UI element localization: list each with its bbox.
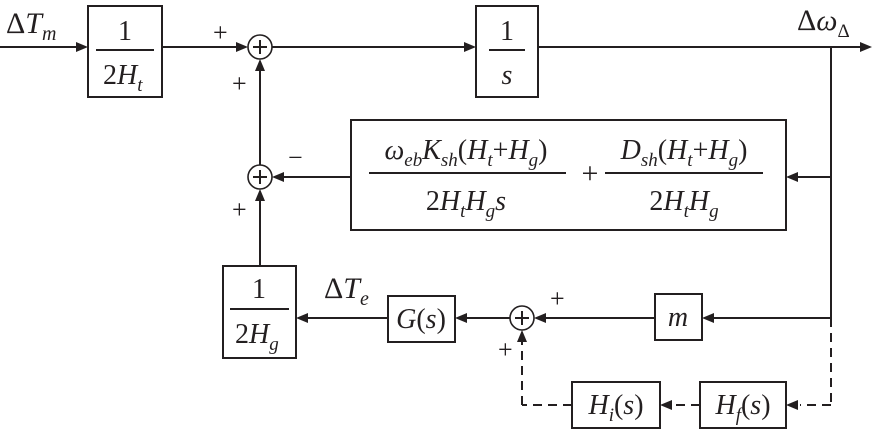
- controller-block: [387, 295, 456, 343]
- arrowhead: [236, 42, 248, 52]
- inner-loop-label: Hi(s): [587, 390, 643, 426]
- integrator-denominator: s: [502, 60, 513, 91]
- electrical-torque-label: ΔTe: [324, 272, 369, 310]
- gain-label: m: [668, 302, 688, 333]
- turbine-inertia-denominator: 2Ht: [103, 60, 143, 96]
- sum2-bottom-sign: +: [232, 195, 247, 224]
- arrowhead: [76, 42, 88, 52]
- arrowhead: [660, 400, 672, 410]
- arrowhead: [272, 172, 284, 182]
- shaft-term1-numerator: ωebKsh(Ht+Hg): [384, 135, 547, 171]
- arrowhead: [860, 42, 872, 52]
- arrowhead: [464, 42, 476, 52]
- sum3-bottom-sign: +: [498, 335, 513, 364]
- sum2-right-sign: −: [288, 143, 303, 172]
- shaft-term2-numerator: Dsh(Ht+Hg): [620, 135, 748, 171]
- arrowhead: [517, 330, 527, 342]
- shaft-dynamics-block: [350, 119, 787, 231]
- generator-inertia-numerator: 1: [252, 274, 266, 305]
- output-label: ΔωΔ: [797, 4, 850, 42]
- filter-block: [699, 381, 787, 429]
- shaft-plus-sign: +: [582, 157, 599, 190]
- turbine-inertia-numerator: 1: [118, 16, 132, 47]
- arrowhead: [296, 313, 308, 323]
- arrowhead: [255, 189, 265, 201]
- arrowhead: [534, 313, 546, 323]
- inner-loop-block: [571, 381, 661, 429]
- controller-label: G(s): [396, 304, 446, 335]
- arrowhead: [786, 400, 798, 410]
- input-label: ΔTm: [6, 7, 56, 45]
- arrowhead: [455, 313, 467, 323]
- turbine-inertia-block: [87, 5, 163, 98]
- arrowhead: [702, 313, 714, 323]
- generator-inertia-block: [222, 265, 297, 359]
- sum1-bottom-sign: +: [232, 69, 247, 98]
- integrator-numerator: 1: [500, 16, 514, 47]
- arrowhead: [786, 172, 798, 182]
- filter-label: Hf(s): [714, 390, 770, 426]
- integrator-block: [475, 5, 539, 98]
- arrowhead: [255, 59, 265, 71]
- sum1-left-sign: +: [213, 18, 228, 47]
- sum3-right-sign: +: [550, 284, 565, 313]
